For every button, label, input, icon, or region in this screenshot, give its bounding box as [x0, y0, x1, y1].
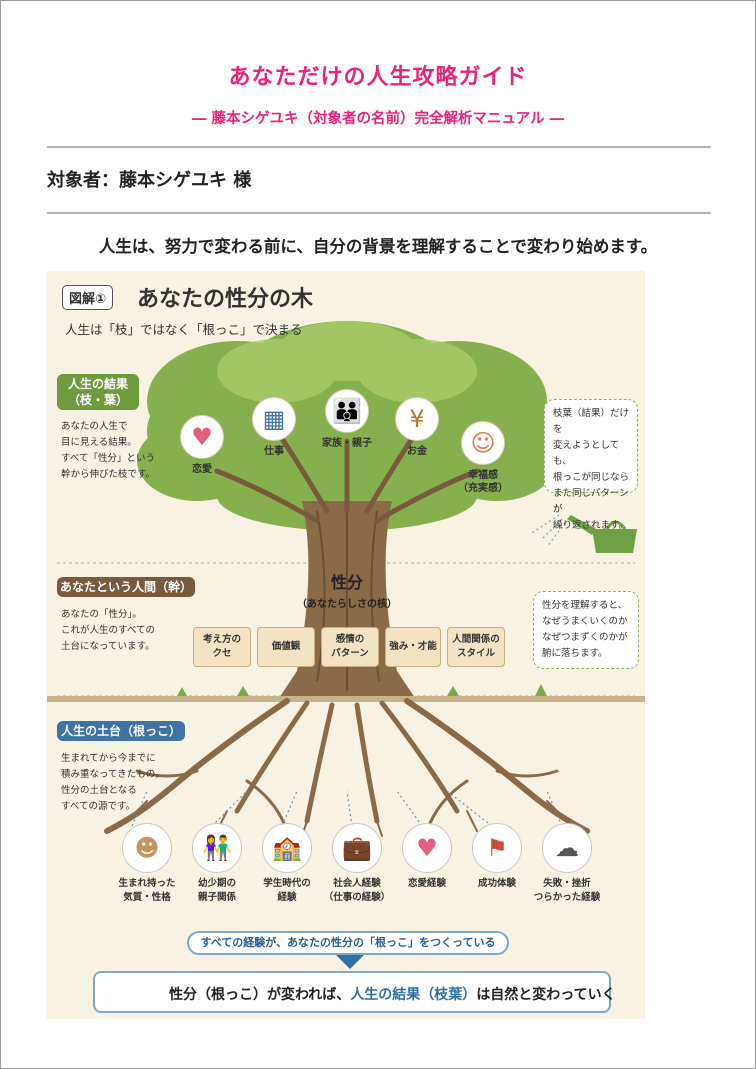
page-title: あなただけの人生攻略ガイド — [228, 65, 528, 90]
page-subtitle: ― 藤本シゲユキ（対象者の名前）完全解析マニュアル ― — [191, 111, 565, 127]
smile-icon: ☺ — [461, 421, 505, 465]
conclusion-text: 性分（根っこ）が変われば、人生の結果（枝葉）は自然と変わっていく — [169, 984, 616, 1004]
heart-icon: ♥ — [402, 823, 452, 873]
figure-subtitle: 人生は「枝」ではなく「根っこ」で決まる — [65, 322, 303, 337]
plaque-thinking: 考え方の クセ — [193, 627, 251, 667]
experience-label: 失敗・挫折 つらかった経験 — [533, 878, 601, 903]
family-icon: 👪 — [325, 389, 369, 433]
trunk-bubble: 性分を理解すると、 なぜうまくいくのか なぜつまずくのかが 腑に落ちます。 — [533, 591, 639, 669]
plaque-values: 価値観 — [257, 627, 315, 667]
experience-label: 社会人経験 （仕事の経験） — [323, 878, 391, 903]
conclusion-part3: は自然と変わっていく — [476, 987, 616, 1003]
experience-label: 学生時代の 経験 — [263, 878, 311, 903]
baby-icon: ☻ — [122, 823, 172, 873]
leaves-label: 人生の結果 （枝・葉） — [57, 374, 139, 410]
parent-child-icon: 👫 — [192, 823, 242, 873]
figure-badge: 図解① — [62, 285, 114, 310]
leaves-bubble: 枝葉（結果）だけを 変えようとしても、 根っこが同じなら また同じパターンが 繰… — [544, 399, 638, 531]
summary-banner: すべての経験が、あなたの性分の「根っこ」をつくっている — [187, 931, 509, 955]
arrow-down-icon — [336, 955, 364, 969]
flag-icon: ⚑ — [472, 823, 522, 873]
experience-label: 生まれ持った 気質・性格 — [118, 878, 176, 903]
leaves-text: あなたの人生で 目に見える結果。 すべて「性分」という 幹から伸びた枝です。 — [61, 421, 156, 480]
conclusion-box: 性分（根っこ）が変われば、人生の結果（枝葉）は自然と変わっていく — [93, 971, 616, 1013]
school-icon: 🏫 — [262, 823, 312, 873]
divider — [47, 146, 711, 148]
leaf-label-family: 家族・親子 — [322, 438, 372, 449]
heart-icon: ♥ — [180, 415, 224, 459]
roots-label: 人生の土台（根っこ） — [57, 721, 185, 741]
experience-label: 幼少期の 親子関係 — [197, 878, 236, 903]
experience-label: 恋愛経験 — [407, 878, 446, 889]
trunk-title: 性分 — [330, 573, 363, 592]
leaf-label-happiness: 幸福感 （充実感） — [458, 470, 508, 494]
tree-figure: 図解① あなたの性分の木 人生は「枝」ではなく「根っこ」で決まる 人生の結果 （… — [47, 271, 645, 1019]
leaf-label-work: 仕事 — [264, 446, 284, 457]
money-bag-icon: ¥ — [395, 397, 439, 441]
trunk-text: あなたの「性分」。 これが人生のすべての 土台になっています。 — [61, 609, 155, 652]
lead-text: 人生は、努力で変わる前に、自分の背景を理解することで変わり始めます。 — [98, 237, 658, 256]
briefcase-icon: 💼 — [332, 823, 382, 873]
figure-title: あなたの性分の木 — [137, 287, 314, 312]
plaque-relationships: 人間関係の スタイル — [447, 627, 505, 667]
trunk-label: あなたという人間（幹） — [57, 577, 195, 597]
roots-text: 生まれてから今までに 積み重なってきたもの。 性分の土台となる すべての源です。 — [61, 753, 165, 812]
conclusion-highlight: 人生の結果（枝葉） — [350, 987, 477, 1003]
storm-cloud-icon: ☁ — [542, 823, 592, 873]
conclusion-part1: 性分（根っこ）が変われば、 — [169, 987, 351, 1003]
leaf-label-love: 恋愛 — [192, 464, 212, 475]
divider — [47, 212, 711, 214]
plaque-emotion: 感情の パターン — [321, 627, 379, 667]
watering-can-icon — [531, 514, 637, 553]
experience-label: 成功体験 — [477, 878, 516, 889]
trunk-subtitle: （あなたらしさの核） — [297, 599, 397, 610]
building-icon: ▦ — [252, 397, 296, 441]
target-person: 対象者：藤本シゲユキ 様 — [47, 170, 252, 191]
plaque-strengths: 強み・才能 — [385, 627, 441, 667]
leaf-label-money: お金 — [407, 446, 427, 457]
